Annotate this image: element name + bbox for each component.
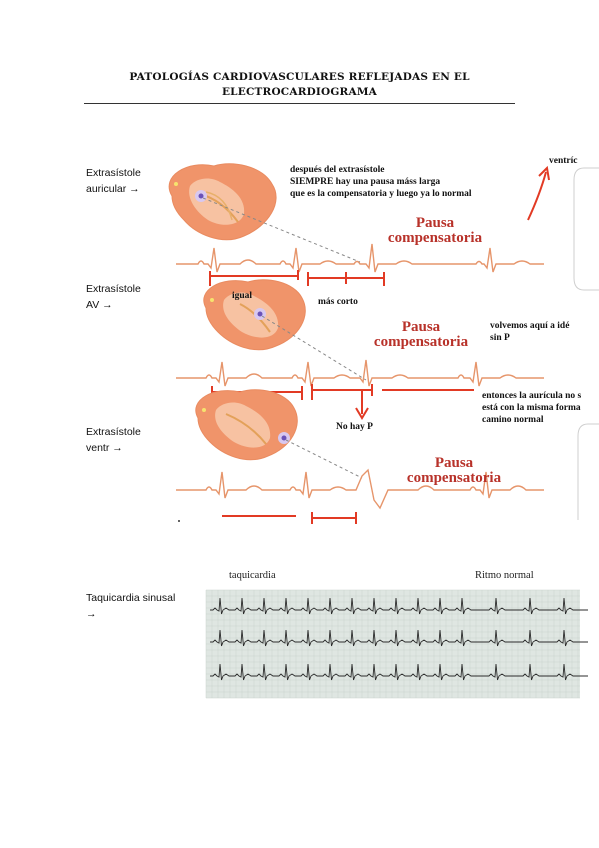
note-volvemos: volvemos aquí a idé sin P — [490, 320, 569, 344]
red-arrow-1 — [527, 171, 547, 221]
pausa-3-line2: compensatoria — [406, 470, 502, 486]
label-atrial-line1: Extrasístole — [86, 167, 141, 179]
pausa-1-line1: Pausa — [415, 215, 455, 231]
note-igual: igual — [232, 291, 253, 301]
note-volvemos-line1: volvemos aquí a idé — [490, 321, 570, 331]
ecg-grid-strip — [205, 589, 588, 699]
pointer-line-1 — [202, 197, 361, 263]
label-av-line2: AV → — [86, 299, 113, 311]
pointer-line-2 — [261, 315, 367, 381]
heart-illustration-3 — [195, 389, 298, 461]
note-atrial-line1: después del extrasístole — [290, 165, 385, 175]
side-box-2 — [577, 423, 599, 520]
label-ventr-line1: Extrasístole — [86, 426, 141, 438]
page-title: PATOLOGÍAS CARDIOVASCULARES REFLEJADAS E… — [84, 70, 515, 100]
page-title-line2: ELECTROCARDIOGRAMA — [221, 86, 378, 98]
note-entonces-line3: camino normal — [482, 415, 544, 425]
label-av-line1: Extrasístole — [86, 283, 141, 295]
pausa-compensatoria-1: Pausa compensatoria — [380, 216, 490, 246]
pausa-2-line2: compensatoria — [373, 334, 469, 350]
note-no-hay-p: No hay P — [336, 422, 373, 432]
heart-illustration-2 — [203, 279, 306, 351]
pointer-line-3 — [285, 439, 363, 479]
note-mas-corto: más corto — [318, 297, 358, 307]
interval-marks-1 — [209, 270, 385, 286]
note-ventric: ventríc — [549, 156, 578, 166]
title-divider — [84, 103, 515, 104]
label-taquicardia-sinusal: Taquicardia sinusal → — [86, 590, 175, 622]
note-atrial-line2: SIEMPRE hay una pausa máss larga — [290, 177, 441, 187]
note-atrial-line3: que es la compensatoria y luego ya lo no… — [290, 189, 472, 199]
ecg-trace-3 — [176, 468, 544, 510]
pausa-2-line1: Pausa — [401, 319, 441, 335]
label-extrasistole-ventr: Extrasístole ventr → — [86, 424, 141, 456]
label-tachy-line1: Taquicardia sinusal — [86, 592, 176, 604]
ecg-trace-1 — [176, 243, 544, 273]
note-despues-extrasistole: después del extrasístole SIEMPRE hay una… — [290, 164, 472, 200]
label-extrasistole-av: Extrasístole AV → — [86, 281, 141, 313]
header-ritmo-normal: Ritmo normal — [475, 570, 534, 581]
side-box-1 — [573, 167, 599, 291]
page-title-line1: PATOLOGÍAS CARDIOVASCULARES REFLEJADAS E… — [129, 71, 470, 83]
pausa-compensatoria-2: Pausa compensatoria — [366, 320, 476, 350]
interval-marks-3 — [222, 512, 357, 524]
note-entonces-line2: está con la misma forma — [482, 403, 581, 413]
label-tachy-line2: → — [86, 608, 97, 620]
heart-illustration-1 — [168, 163, 277, 241]
pausa-1-line2: compensatoria — [387, 230, 483, 246]
ecg-trace-2 — [176, 359, 544, 387]
label-ventr-line2: ventr → — [86, 442, 123, 454]
note-entonces-line1: entonces la aurícula no s — [482, 391, 582, 401]
label-atrial-line2: auricular → — [86, 183, 140, 195]
pausa-3-line1: Pausa — [434, 455, 474, 471]
label-extrasistole-auricular: Extrasístole auricular → — [86, 165, 141, 197]
pausa-compensatoria-3: Pausa compensatoria — [398, 456, 510, 486]
header-taquicardia: taquicardia — [229, 570, 276, 581]
note-volvemos-line2: sin P — [490, 333, 510, 343]
note-entonces: entonces la aurícula no s está con la mi… — [482, 390, 581, 426]
